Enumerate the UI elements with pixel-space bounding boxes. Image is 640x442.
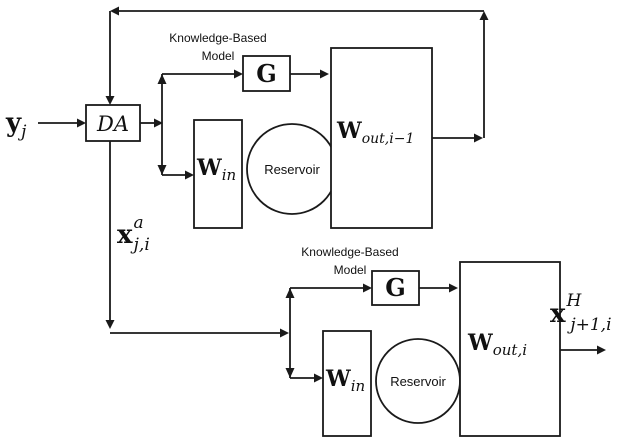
da-block: [85, 104, 141, 142]
top-win-block: [193, 119, 243, 229]
top-wout-block: [330, 47, 433, 229]
bottom-wout-block: [459, 261, 561, 437]
top-reservoir-label: Reservoir: [264, 162, 320, 177]
bottom-g-block: [371, 270, 420, 306]
top-g-block: [242, 55, 291, 92]
model-top: Knowledge-Based Model G Win Reservoir Wo…: [169, 31, 433, 229]
top-kb-label-line2: Model: [202, 49, 235, 63]
da-label: DA: [96, 112, 129, 136]
top-kb-label-line1: Knowledge-Based: [169, 31, 266, 45]
bottom-reservoir-label: Reservoir: [390, 374, 446, 389]
input-label: yj: [5, 108, 27, 142]
bottom-kb-label-line1: Knowledge-Based: [301, 245, 398, 259]
top-win-label: Win: [196, 155, 236, 184]
bottom-win-block: [322, 330, 372, 437]
model-bottom: Knowledge-Based Model G Win Reservoir Wo…: [301, 245, 561, 437]
bottom-g-label: G: [385, 273, 406, 302]
top-wout-label: Wout,i−1: [336, 118, 414, 147]
bottom-kb-label-line2: Model: [334, 263, 367, 277]
bottom-wout-label: Wout,i: [467, 330, 527, 359]
top-g-label: G: [256, 59, 277, 88]
bottom-win-label: Win: [325, 366, 365, 395]
